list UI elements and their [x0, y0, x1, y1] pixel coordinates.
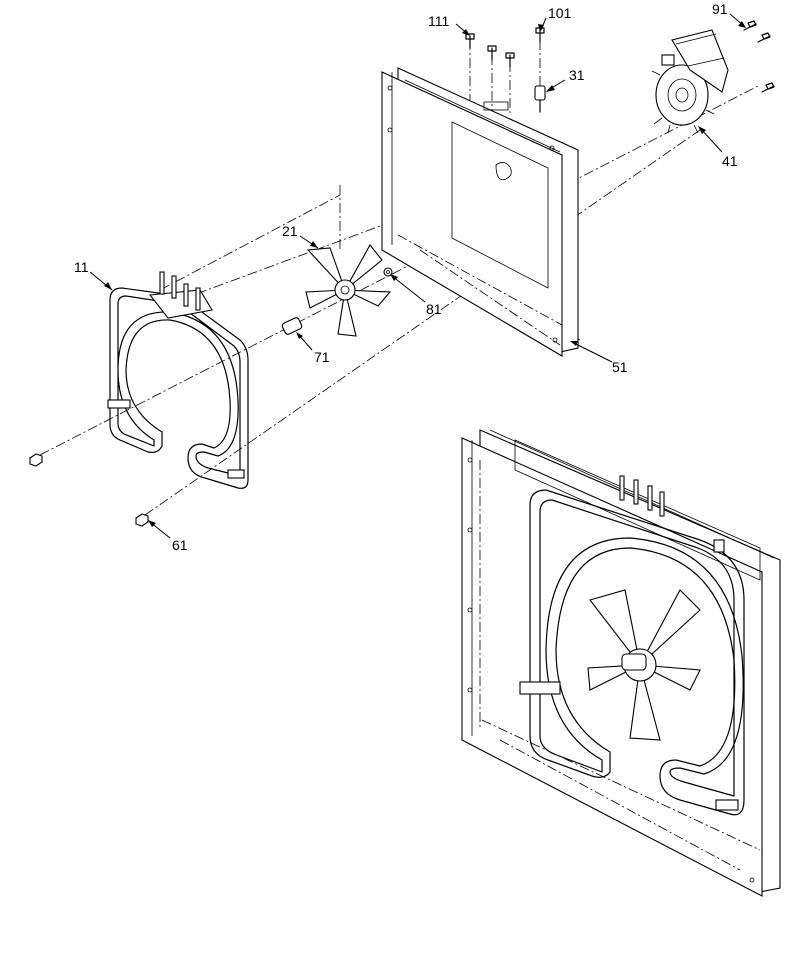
callout-31: 31: [569, 67, 585, 83]
callout-91: 91: [712, 1, 728, 17]
callout-labels: 11 21 31 41 51 61 71 81 91 101 111: [74, 1, 738, 553]
callout-111: 111: [428, 13, 449, 29]
sensor-31: [534, 85, 546, 113]
callout-71: 71: [314, 349, 330, 365]
callout-101: 101: [548, 5, 572, 21]
motor-screws-91: [743, 20, 775, 93]
fan-motor-41: [651, 29, 729, 134]
callout-21: 21: [282, 223, 298, 239]
back-panel-51: [381, 67, 579, 357]
callout-41: 41: [722, 153, 738, 169]
callout-81: 81: [426, 301, 442, 317]
callout-61: 61: [172, 537, 188, 553]
callout-51: 51: [612, 359, 628, 375]
assembled-view: [461, 429, 781, 897]
fan-blade-21: [305, 244, 392, 337]
screws-61: [29, 453, 149, 527]
heating-element-11: [107, 271, 249, 489]
leader-lines: [89, 13, 746, 539]
bushing-71: [281, 317, 303, 335]
callout-11: 11: [74, 259, 89, 275]
screws-101-111: [465, 27, 545, 68]
